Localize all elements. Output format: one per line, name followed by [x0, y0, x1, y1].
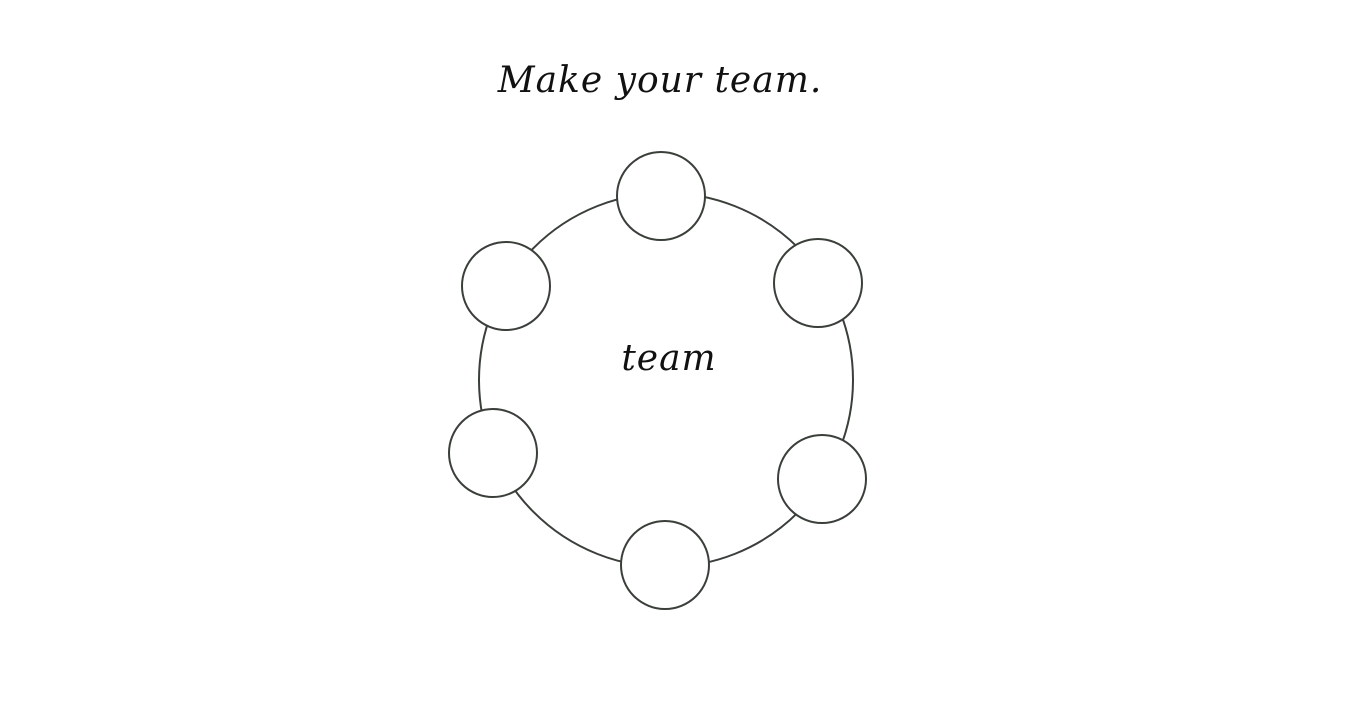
center-label: team — [621, 338, 716, 379]
member-slot-upper-right[interactable] — [773, 238, 863, 328]
member-slot-bottom[interactable] — [620, 520, 710, 610]
headline: Make your team. — [497, 60, 823, 101]
member-slot-upper-left[interactable] — [461, 241, 551, 331]
member-slot-lower-left[interactable] — [448, 408, 538, 498]
member-slot-top[interactable] — [616, 151, 706, 241]
member-slot-lower-right[interactable] — [777, 434, 867, 524]
